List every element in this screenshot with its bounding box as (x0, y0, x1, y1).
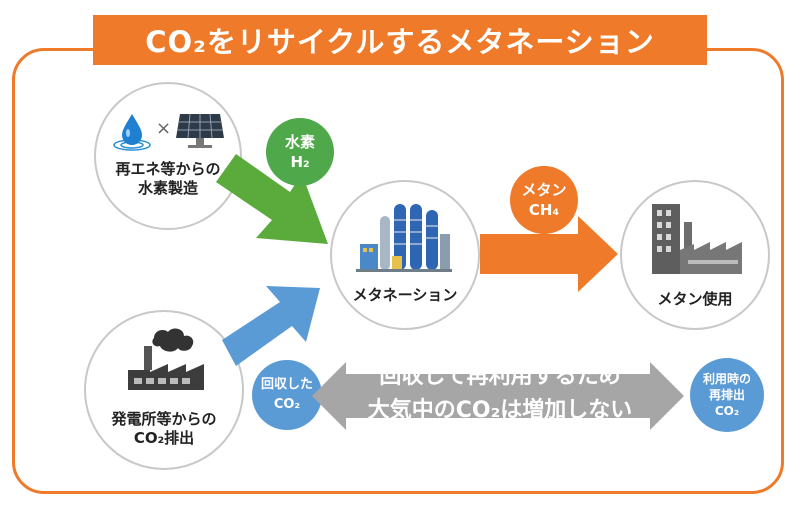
methanation-node: メタネーション (330, 180, 480, 330)
factory-smoke-icon (128, 328, 204, 390)
hydrogen-source-label: 再エネ等からの 水素製造 (96, 160, 240, 198)
hydrogen-flow-arrow (216, 154, 328, 244)
methane-flow-arrow (480, 216, 618, 292)
methane-bubble: メタン CH₄ (510, 166, 578, 234)
methanation-label: メタネーション (352, 286, 458, 304)
co2-source-label-line2: CO₂排出 (133, 429, 195, 447)
recovered-co2-bubble: 回収した CO₂ (252, 360, 322, 430)
balance-double-arrow (312, 362, 684, 430)
gas-factory-icon (652, 204, 742, 274)
solar-panel-icon (176, 113, 224, 148)
reemitted-co2-bubble: 利用時の 再排出 CO₂ (690, 358, 764, 432)
hydrogen-bubble: 水素 H₂ (266, 118, 334, 186)
methane-bubble-line1: メタン (521, 181, 567, 199)
balance-message-line1: 回収して再利用するため (379, 364, 621, 389)
hydrogen-source-label-line1: 再エネ等からの (115, 160, 221, 178)
water-drop-icon (113, 114, 151, 151)
title-banner: CO₂をリサイクルするメタネーション (93, 15, 707, 65)
balance-message: 回収して再利用するため 大気中のCO₂は増加しない (350, 360, 650, 428)
co2-flow-arrow (222, 286, 320, 366)
co2-source-label: 発電所等からの CO₂排出 (86, 410, 242, 448)
reemitted-co2-bubble-line1: 利用時の (702, 372, 751, 386)
hydrogen-source-node: × 再エネ等からの 水素製造 (94, 82, 242, 230)
hydrogen-bubble-line2: H₂ (290, 153, 310, 171)
recovered-co2-bubble-line2: CO₂ (273, 397, 301, 412)
methane-use-label: メタン使用 (657, 290, 733, 308)
balance-message-line2: 大気中のCO₂は増加しない (367, 398, 633, 423)
methane-bubble-line2: CH₄ (528, 201, 560, 219)
recovered-co2-bubble-line1: 回収した (260, 377, 313, 392)
hydrogen-source-label-line2: 水素製造 (137, 179, 198, 197)
times-symbol: × (156, 118, 172, 139)
co2-source-node: 発電所等からの CO₂排出 (84, 310, 244, 470)
methanation-plant-icon (356, 204, 452, 272)
reemitted-co2-bubble-line3: CO₂ (714, 404, 740, 418)
methane-use-node: メタン使用 (620, 180, 770, 330)
reemitted-co2-bubble-line2: 再排出 (708, 388, 745, 402)
hydrogen-bubble-line1: 水素 (284, 133, 315, 151)
co2-source-label-line1: 発電所等からの (111, 410, 217, 428)
diagram-title: CO₂をリサイクルするメタネーション (145, 25, 655, 59)
